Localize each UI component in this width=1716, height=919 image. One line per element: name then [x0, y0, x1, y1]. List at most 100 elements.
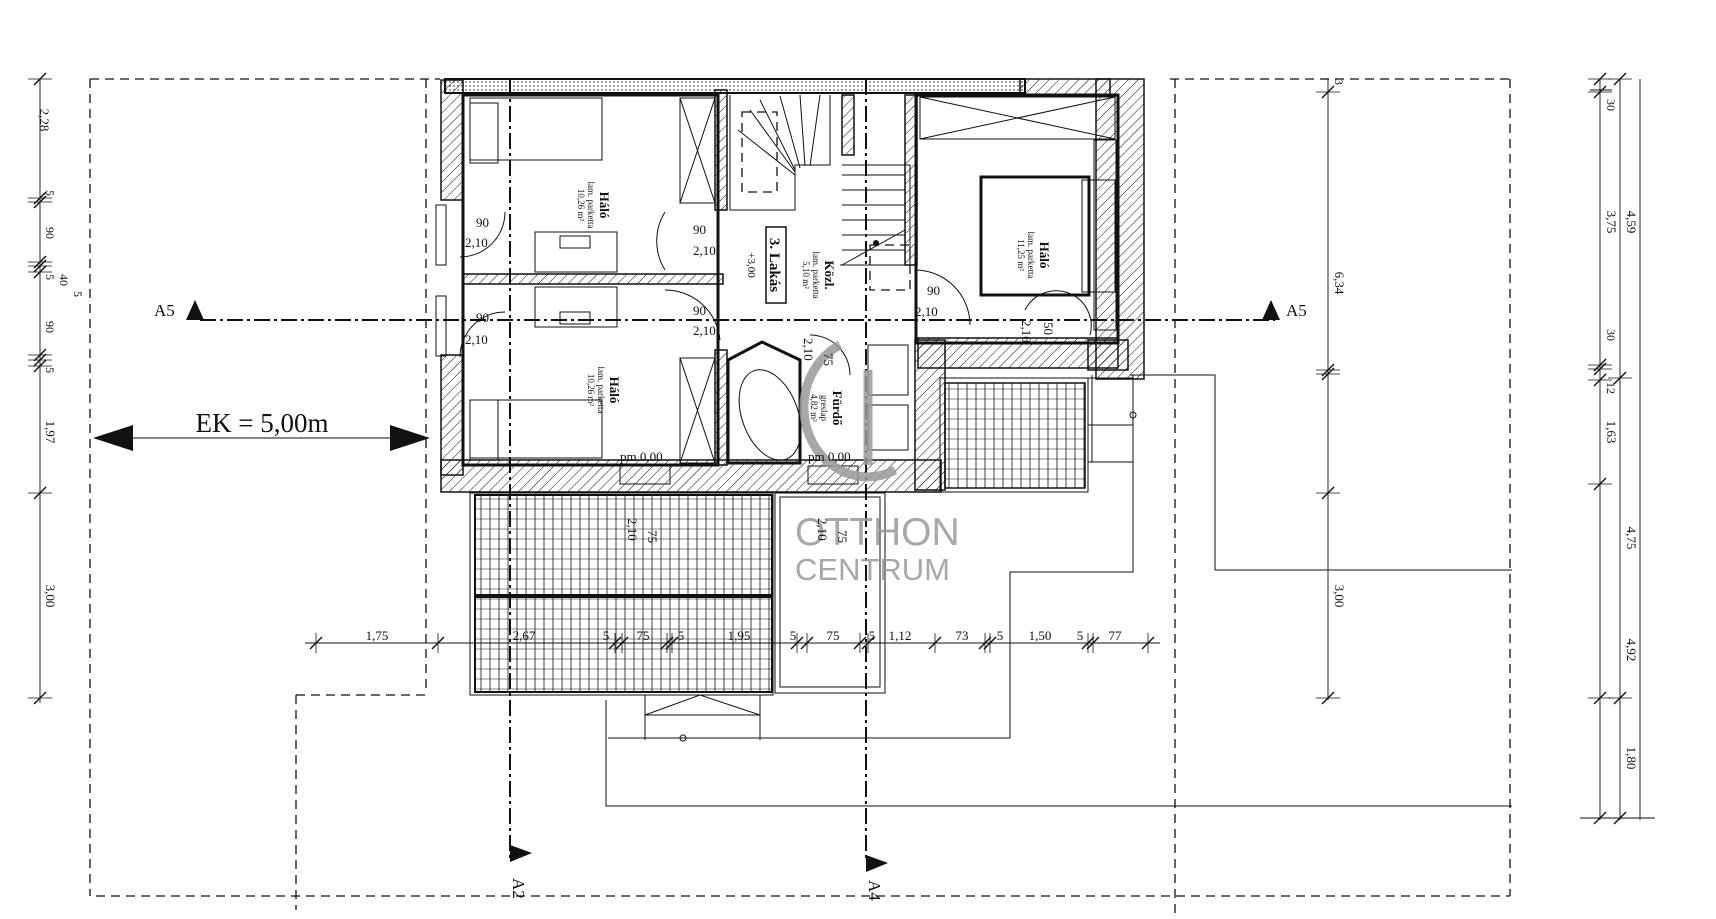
door-label: 90 — [927, 283, 940, 298]
watermark-line2: CENTRUM — [795, 552, 950, 587]
dim-label: 30 — [1604, 99, 1618, 111]
dim-label: 5 — [603, 628, 610, 643]
room-name: Fürdő — [830, 391, 845, 426]
section-label-a5-right: A5 — [1286, 301, 1307, 320]
room-label-kozl: Közl. lam. parketta 5,10 m² — [801, 252, 837, 299]
outer-right-dimension-chains: 30 3,75 30 12 1,63 4,59 4,75 4,92 1,80 — [1604, 99, 1639, 769]
door-label: 2,10 — [815, 518, 830, 541]
section-label-a2: A2 — [509, 878, 528, 899]
dim-label: 1,95 — [728, 628, 751, 643]
dim-label: 5 — [43, 274, 57, 280]
room-outlines — [461, 93, 1120, 467]
inner-right-dimension-chain: 6,34 3,00 3 — [1332, 79, 1347, 607]
dim-label: 90 — [43, 227, 57, 239]
dimension-ticks — [28, 72, 1632, 825]
room-finish: lam. parketta — [1026, 232, 1036, 279]
section-arrow-a5-left — [186, 300, 204, 320]
room-name: Háló — [1037, 242, 1052, 269]
dimension-lines — [39, 79, 1655, 820]
balcony-decks — [469, 377, 1137, 742]
dim-label: 3,75 — [1604, 211, 1619, 234]
floor-level: pm 0,00 — [808, 449, 851, 464]
section-arrow-a2 — [510, 845, 532, 862]
dim-label: 75 — [637, 628, 650, 643]
room-label-halo-upper: Háló lam. parketta 10,26 m² — [576, 182, 612, 229]
dim-label: 5 — [43, 190, 57, 196]
dim-label: 4,75 — [1624, 527, 1639, 550]
room-area: 4,82 m² — [809, 394, 819, 422]
door-label: 90 — [476, 215, 489, 230]
dim-label: 1,50 — [1029, 628, 1052, 643]
door-label: 2,10 — [465, 332, 488, 347]
dim-label: 40 — [57, 274, 71, 286]
room-name: Háló — [597, 192, 612, 219]
dim-label: 3,00 — [1332, 585, 1347, 608]
room-name: Háló — [607, 377, 622, 404]
door-label: 75 — [821, 353, 836, 366]
dim-label: 30 — [1604, 329, 1618, 341]
dim-label: 1,80 — [1624, 747, 1639, 770]
section-axes — [186, 79, 1280, 872]
unit-name: 3. Lakás — [766, 238, 782, 292]
section-label-a5-left: A5 — [154, 301, 175, 320]
dim-label: 5 — [43, 367, 57, 373]
unit-level: +3,00 — [745, 252, 757, 278]
dim-label: 5 — [790, 628, 797, 643]
door-label: 75 — [645, 530, 660, 543]
dim-label: 4,59 — [1624, 211, 1639, 234]
room-area: 10,26 m² — [586, 374, 596, 407]
floor-level: pm 0,00 — [620, 449, 663, 464]
door-swings — [435, 204, 1092, 485]
dim-label: 2,28 — [37, 109, 52, 132]
dim-label: 3,00 — [43, 585, 58, 608]
unit-label: 3. Lakás +3,00 — [745, 226, 787, 304]
door-label: 2,10 — [625, 518, 640, 541]
room-area: 11,25 m² — [1016, 239, 1026, 271]
door-label: 2,10 — [693, 323, 716, 338]
door-label: 2,10 — [693, 243, 716, 258]
room-area: 10,26 m² — [576, 189, 586, 222]
door-labels: 90 2,10 90 2,10 90 2,10 90 2,10 90 2,10 … — [465, 215, 1056, 543]
dim-label: 5 — [997, 628, 1004, 643]
watermark-logo: OTTHON CENTRUM — [795, 341, 960, 587]
room-finish: lam. parketta — [596, 367, 606, 414]
room-name: Közl. — [822, 260, 837, 289]
door-label: 2,10 — [465, 235, 488, 250]
dim-label: 5 — [678, 628, 685, 643]
section-label-a4: A4 — [865, 880, 884, 901]
dim-label: 1,75 — [366, 628, 389, 643]
ek-label: EK = 5,00m — [196, 408, 329, 438]
dim-label: 73 — [956, 628, 969, 643]
dim-label: 5 — [1077, 628, 1084, 643]
section-arrow-a5-right — [1262, 300, 1280, 320]
dim-label: 75 — [827, 628, 840, 643]
dim-label: 12 — [1604, 382, 1618, 394]
bottom-dimension-chain: 1,75 2,67 5 75 5 1,95 5 75 5 1,12 73 5 1… — [366, 628, 1122, 643]
dim-label: 77 — [1109, 628, 1123, 643]
door-label: 90 — [476, 310, 489, 325]
door-label: 90 — [693, 303, 706, 318]
watermark-line1: OTTHON — [795, 511, 960, 554]
room-label-halo-lower: Háló lam. parketta 10,26 m² — [586, 367, 622, 414]
door-label: 50 — [1041, 322, 1056, 335]
plot-boundary — [89, 78, 1512, 915]
door-label: 75 — [835, 530, 850, 543]
section-arrow-a4 — [866, 855, 888, 872]
dim-label: 5 — [71, 291, 85, 297]
dim-label: 6,34 — [1332, 272, 1347, 295]
dim-label: 90 — [43, 321, 57, 333]
door-label: 2,10 — [1019, 320, 1034, 343]
dim-label: 5 — [869, 628, 876, 643]
ek-dimension-arrow — [93, 425, 430, 451]
room-label-furdo: Fürdő greslap 4,82 m² — [809, 391, 845, 426]
left-dimension-chain: 2,28 5 90 40 5 5 90 5 1,97 3,00 — [37, 109, 85, 608]
dim-label: 1,12 — [889, 628, 912, 643]
site-outline — [605, 374, 1512, 807]
staircase — [729, 94, 911, 291]
door-label: 2,10 — [915, 304, 938, 319]
room-area: 5,10 m² — [801, 261, 811, 289]
dim-label: 3 — [1332, 79, 1346, 85]
dim-label: 2,67 — [513, 628, 536, 643]
